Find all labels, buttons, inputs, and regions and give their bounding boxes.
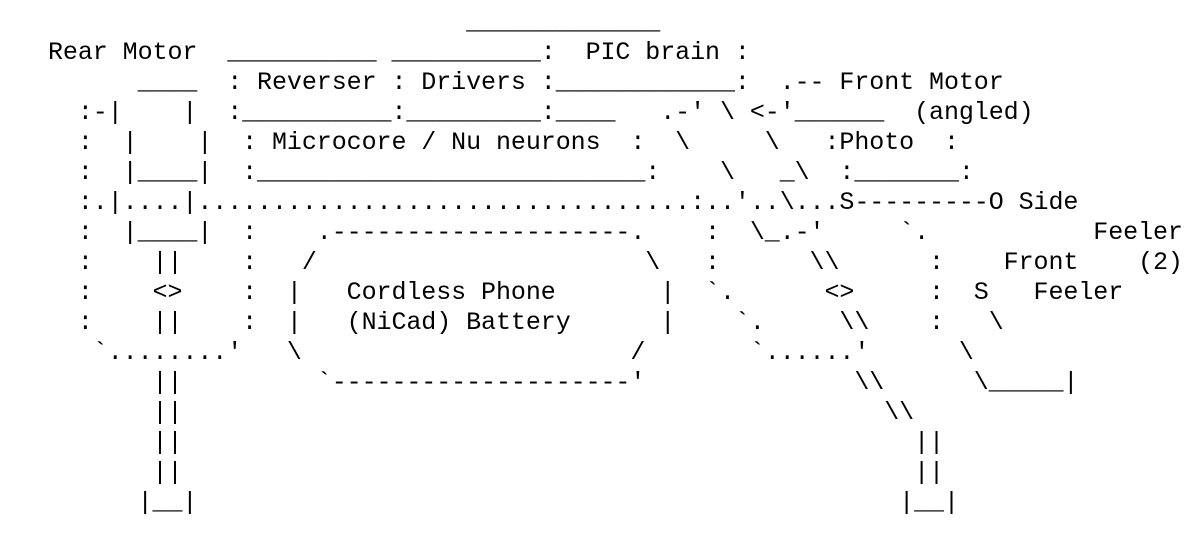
- diagram-line: :.|....|................................…: [48, 188, 1079, 217]
- diagram-line: : | | : Microcore / Nu neurons : \ \ :Ph…: [48, 128, 959, 157]
- diagram-line: |__| |__|: [48, 488, 959, 517]
- diagram-line: : |____| : .--------------------. : \_.-…: [48, 218, 1184, 247]
- diagram-line: ____ : Reverser : Drivers :____________:…: [48, 68, 1004, 97]
- diagram-line: : <> : | Cordless Phone | `. <> : S Feel…: [48, 278, 1124, 307]
- diagram-line: || \\: [48, 398, 915, 427]
- diagram-line: : || : / \ : \\ : Front (2): [48, 248, 1183, 277]
- diagram-line: || `--------------------' \\ \_____|: [48, 368, 1079, 397]
- diagram-line: || ||: [48, 428, 945, 457]
- diagram-line: :-| | :__________:_________:____ .-' \ <…: [48, 98, 1034, 127]
- diagram-line: `........' \ / `......' \: [48, 338, 974, 367]
- diagram-line: _____________: [48, 8, 661, 37]
- diagram-line: Rear Motor __________ __________: PIC br…: [48, 38, 750, 67]
- diagram-line: : |____| :__________________________: \ …: [48, 158, 974, 187]
- diagram-line: : || : | (NiCad) Battery | `. \\ : \: [48, 308, 1004, 337]
- diagram-line: || ||: [48, 458, 945, 487]
- ascii-robot-diagram: _____________Rear Motor __________ _____…: [48, 8, 1184, 518]
